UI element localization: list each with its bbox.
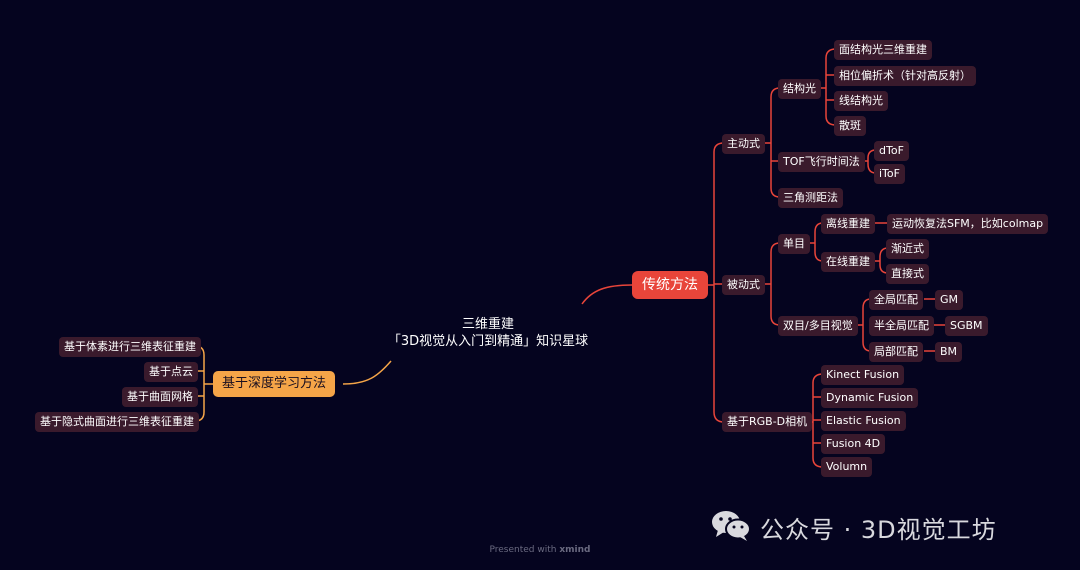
node-tof[interactable]: TOF飞行时间法 bbox=[778, 152, 865, 172]
node-offline[interactable]: 离线重建 bbox=[821, 214, 875, 234]
node-rgbd-item[interactable]: Volumn bbox=[821, 457, 873, 477]
central-subtitle: 「3D视觉从入门到精通」知识星球 bbox=[387, 334, 589, 349]
node-semi-global[interactable]: 半全局匹配 bbox=[869, 316, 934, 336]
footer-credit: Presented with xmind bbox=[0, 545, 1080, 555]
node-rgbd[interactable]: 基于RGB-D相机 bbox=[722, 412, 813, 432]
node-deep-item[interactable]: 基于隐式曲面进行三维表征重建 bbox=[35, 412, 199, 432]
node-structured-light[interactable]: 结构光 bbox=[778, 79, 821, 99]
node-online-item[interactable]: 渐近式 bbox=[886, 239, 929, 259]
node-rgbd-item[interactable]: Fusion 4D bbox=[821, 434, 886, 454]
node-sl-item[interactable]: 散斑 bbox=[834, 116, 866, 136]
node-deep-item[interactable]: 基于点云 bbox=[144, 362, 198, 382]
node-sl-item[interactable]: 面结构光三维重建 bbox=[834, 40, 932, 60]
node-online[interactable]: 在线重建 bbox=[821, 252, 875, 272]
node-deep-item[interactable]: 基于曲面网格 bbox=[122, 387, 198, 407]
node-mono[interactable]: 单目 bbox=[778, 234, 810, 254]
central-title: 三维重建 bbox=[461, 317, 514, 332]
node-deep-item[interactable]: 基于体素进行三维表征重建 bbox=[59, 337, 201, 357]
node-triangulation[interactable]: 三角测距法 bbox=[778, 188, 843, 208]
node-stereo[interactable]: 双目/多目视觉 bbox=[778, 316, 858, 336]
node-sfm[interactable]: 运动恢复法SFM，比如colmap bbox=[887, 214, 1049, 234]
watermark-text: 公众号 · 3D视觉工坊 bbox=[760, 516, 997, 544]
node-tof-item[interactable]: iToF bbox=[874, 164, 905, 184]
node-sl-item[interactable]: 相位偏折术（针对高反射） bbox=[834, 66, 976, 86]
node-sgbm[interactable]: SGBM bbox=[945, 316, 988, 336]
node-active[interactable]: 主动式 bbox=[722, 134, 765, 154]
footer-brand: xmind bbox=[559, 545, 591, 555]
node-bm[interactable]: BM bbox=[935, 342, 963, 362]
node-rgbd-item[interactable]: Elastic Fusion bbox=[821, 411, 906, 431]
footer-prefix: Presented with bbox=[489, 545, 557, 555]
node-local[interactable]: 局部匹配 bbox=[869, 342, 923, 362]
node-passive[interactable]: 被动式 bbox=[722, 275, 765, 295]
node-rgbd-item[interactable]: Kinect Fusion bbox=[821, 365, 905, 385]
node-global[interactable]: 全局匹配 bbox=[869, 290, 923, 310]
branch-deep-learning[interactable]: 基于深度学习方法 bbox=[213, 371, 336, 397]
node-online-item[interactable]: 直接式 bbox=[886, 264, 929, 284]
node-rgbd-item[interactable]: Dynamic Fusion bbox=[821, 388, 919, 408]
node-sl-item[interactable]: 线结构光 bbox=[834, 91, 888, 111]
central-topic[interactable]: 三维重建 「3D视觉从入门到精通」知识星球 bbox=[370, 316, 606, 350]
branch-traditional[interactable]: 传统方法 bbox=[632, 271, 708, 299]
wechat-icon bbox=[712, 511, 751, 541]
node-tof-item[interactable]: dToF bbox=[874, 141, 909, 161]
node-gm[interactable]: GM bbox=[935, 290, 964, 310]
